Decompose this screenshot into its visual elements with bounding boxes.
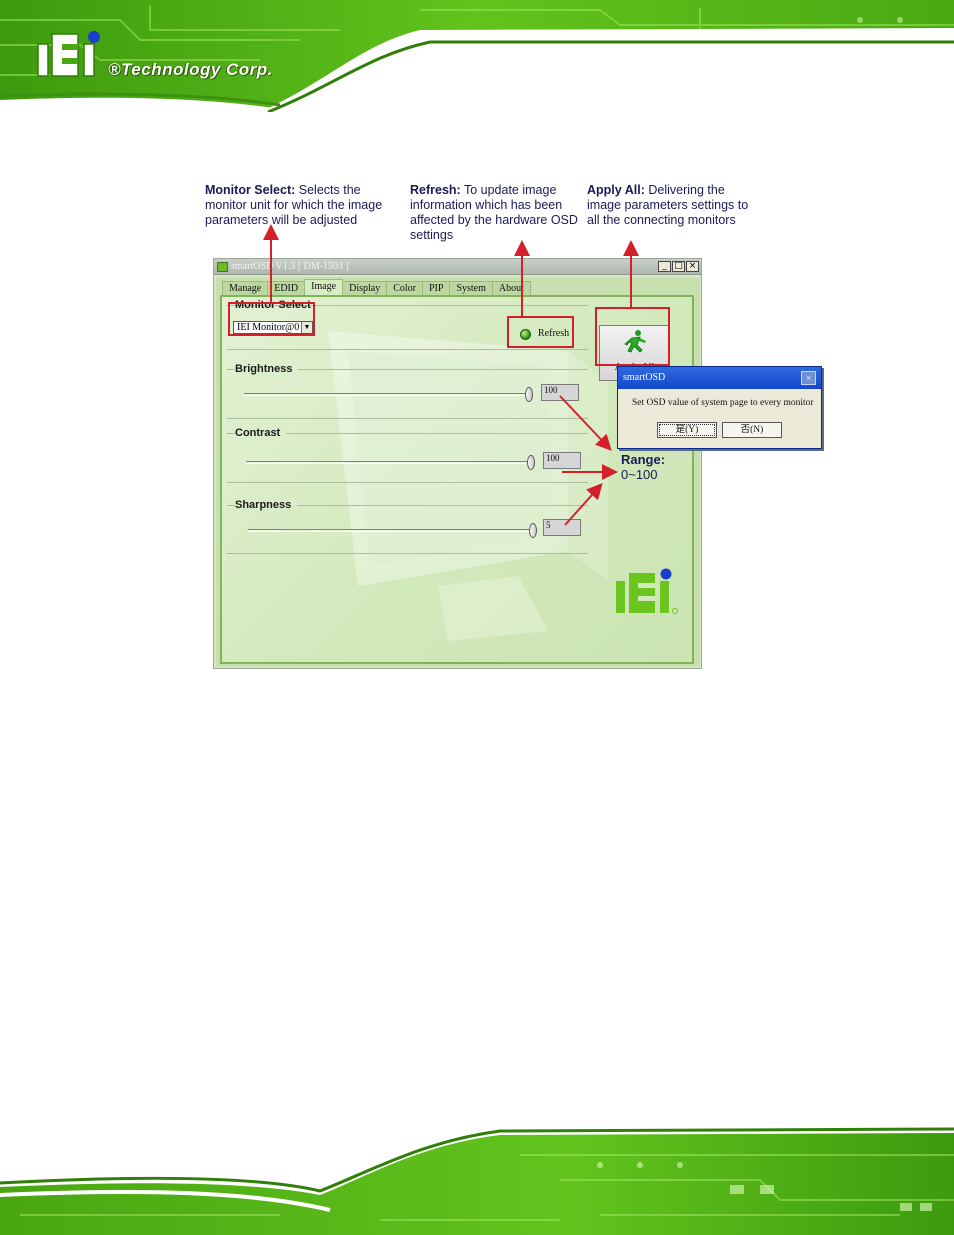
minimize-button[interactable]: _ [658,261,671,272]
maximize-button[interactable]: □ [672,261,685,272]
range-title: Range: [621,452,666,467]
brightness-value[interactable]: 100 [541,384,579,401]
group-border [227,305,588,306]
group-border [227,418,588,419]
tab-strip: Manage EDID Image Display Color PIP Syst… [222,279,531,296]
refresh-label: Refresh [538,328,570,339]
sharpness-label: Sharpness [235,499,298,511]
refresh-highlight [507,316,574,348]
contrast-value[interactable]: 100 [543,452,581,469]
chevron-down-icon[interactable]: ▼ [301,322,312,333]
tab-pip[interactable]: PIP [422,281,451,296]
refresh-button[interactable]: Refresh [512,325,572,343]
tab-display[interactable]: Display [342,281,388,296]
sharpness-value[interactable]: 5 [543,519,581,536]
sharpness-slider-track[interactable] [248,529,533,532]
tab-image[interactable]: Image [304,279,344,296]
footer-banner [0,1125,954,1235]
group-border [227,433,588,434]
range-value: 0~100 [621,467,658,482]
refresh-annotation: Refresh: To update image information whi… [410,183,580,243]
brightness-slider-track[interactable] [244,393,529,396]
annotation-text: Selects the monitor unit for which the i… [205,183,383,227]
monitor-select-dropdown[interactable]: IEI Monitor@0 ▼ [233,321,313,334]
group-border [227,505,588,506]
annotation-text: To update image information which has be… [410,183,578,242]
group-border [227,482,588,483]
annotation-text: Delivering the image parameters settings… [587,183,749,227]
running-man-icon [624,330,646,353]
company-name: ®Technology Corp. [108,60,273,79]
status-led-icon [520,329,531,340]
monitor-select-value: IEI Monitor@0 [237,322,300,333]
tab-manage[interactable]: Manage [222,281,269,296]
monitor-select-annotation: Monitor Select: Selects the monitor unit… [205,183,395,228]
dialog-title: smartOSD [623,372,666,383]
annotation-title: Monitor Select: [205,183,296,197]
contrast-label: Contrast [235,427,287,439]
apply-all-annotation: Apply All: Delivering the image paramete… [587,183,752,228]
contrast-slider-track[interactable] [246,461,531,464]
tab-color[interactable]: Color [386,281,423,296]
close-button[interactable]: × [686,261,699,272]
annotation-title: Apply All: [587,183,645,197]
window-title: smartOSD V1.3 [ DM-1503 ] [231,261,349,272]
group-border [227,349,588,350]
range-annotation: Range: 0~100 [621,452,665,482]
window-titlebar[interactable]: smartOSD V1.3 [ DM-1503 ] _ □ × [214,259,701,275]
monitor-select-highlight [228,302,315,336]
confirm-dialog: smartOSD × Set OSD value of system page … [617,366,822,449]
contrast-slider-thumb[interactable] [527,455,535,470]
dialog-yes-button[interactable]: 是(Y) [657,422,717,438]
annotation-title: Refresh: [410,183,461,197]
apply-all-highlight [595,307,670,366]
group-border [227,553,588,554]
app-icon [217,262,228,272]
pcb-header-graphic [0,0,954,112]
tab-edid[interactable]: EDID [267,281,306,296]
iei-watermark-logo [616,568,678,614]
group-border [227,369,588,370]
header-banner: ®Technology Corp. [0,0,954,112]
tab-about[interactable]: About [491,281,531,296]
brightness-label: Brightness [235,363,299,375]
monitor-background-graphic [328,331,608,641]
tab-system[interactable]: System [449,281,493,296]
pcb-footer-graphic [0,1127,954,1235]
dialog-titlebar[interactable]: smartOSD × [618,367,821,389]
dialog-no-button[interactable]: 否(N) [722,422,782,438]
sharpness-slider-thumb[interactable] [529,523,537,538]
brightness-slider-thumb[interactable] [525,387,533,402]
dialog-message: Set OSD value of system page to every mo… [632,398,814,408]
dialog-close-button[interactable]: × [801,371,816,385]
